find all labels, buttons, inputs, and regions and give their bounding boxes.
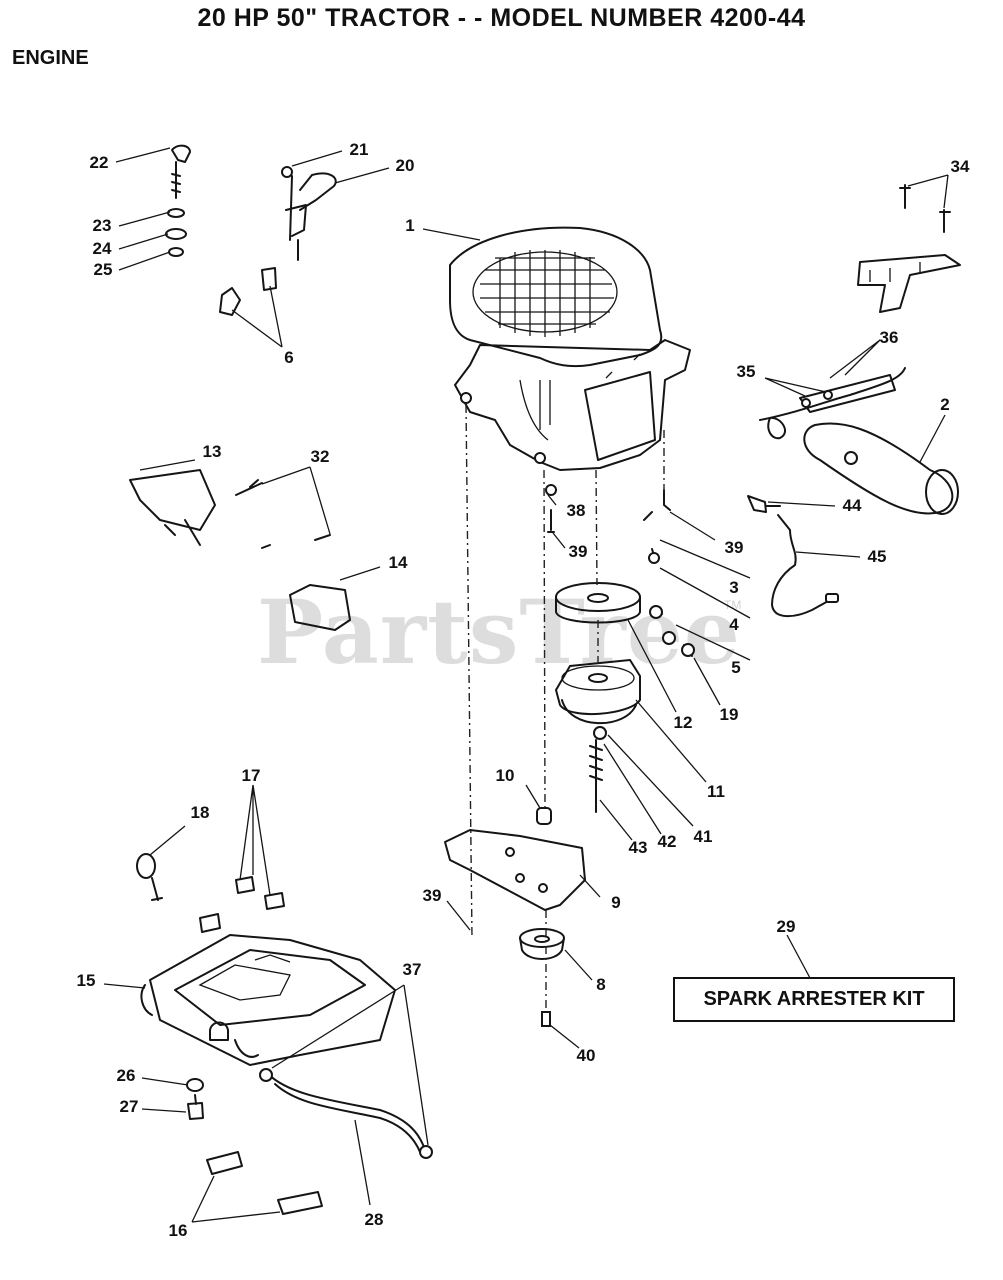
callout-number: 6: [284, 348, 294, 367]
callout-number: 40: [576, 1046, 596, 1065]
callout-number: 9: [611, 893, 621, 912]
diagram-title: 20 HP 50" TRACTOR - - MODEL NUMBER 4200-…: [197, 4, 806, 32]
callout-number: 19: [719, 705, 739, 724]
callout-number: 28: [364, 1210, 384, 1229]
callout-number: 23: [92, 216, 112, 235]
callout-number: 42: [657, 832, 677, 851]
callout-number: 4: [729, 615, 739, 634]
callout-number: 13: [202, 442, 222, 461]
control-panel-parts: [129, 469, 351, 631]
callout-number: 32: [310, 447, 330, 466]
callout-number: 45: [867, 547, 887, 566]
callout-number: 12: [673, 713, 693, 732]
fuel-tank-parts: [136, 853, 433, 1215]
callout-number: 20: [395, 156, 415, 175]
callout-number: 36: [879, 328, 899, 347]
leader-lines: [103, 147, 949, 1223]
engine-part: [449, 226, 691, 471]
callout-number: 25: [93, 260, 113, 279]
callout-number: 24: [92, 239, 112, 258]
callout-number: 26: [116, 1066, 136, 1085]
callout-number: 16: [168, 1221, 188, 1240]
callout-number: 14: [388, 553, 408, 572]
watermark-trademark: TM: [724, 598, 742, 612]
callout-number: 37: [402, 960, 422, 979]
alignment-lines: [465, 404, 665, 1012]
callout-number: 10: [495, 766, 515, 785]
callout-number: 1: [405, 216, 415, 235]
watermark-text: PartsTree: [257, 580, 741, 684]
callout-number: 15: [76, 971, 96, 990]
callout-number: 39: [724, 538, 744, 557]
callout-number: 21: [349, 140, 369, 159]
callout-number: 35: [736, 362, 756, 381]
section-label: ENGINE: [12, 47, 89, 69]
callout-number: 8: [596, 975, 606, 994]
callout-number: 2: [940, 395, 950, 414]
callout-number: 5: [731, 658, 741, 677]
callout-number: 18: [190, 803, 210, 822]
callout-number: 39: [568, 542, 588, 561]
callout-number: 29: [776, 917, 796, 936]
muffler-and-brackets: [747, 184, 961, 618]
callout-number: 38: [566, 501, 586, 520]
throttle-controls: [165, 144, 337, 316]
callout-number: 27: [119, 1097, 139, 1116]
clutch-assembly: [444, 484, 695, 1027]
callout-number: 43: [628, 838, 648, 857]
callout-number: 39: [422, 886, 442, 905]
callout-number: 3: [729, 578, 739, 597]
callout-number: 41: [693, 827, 713, 846]
callout-number: 22: [89, 153, 109, 172]
spark-arrester-kit-box: SPARK ARRESTER KIT: [673, 977, 955, 1022]
callout-number: 17: [241, 766, 261, 785]
callout-number: 11: [707, 782, 725, 801]
callout-number: 44: [842, 496, 862, 515]
callout-number: 34: [950, 157, 970, 176]
